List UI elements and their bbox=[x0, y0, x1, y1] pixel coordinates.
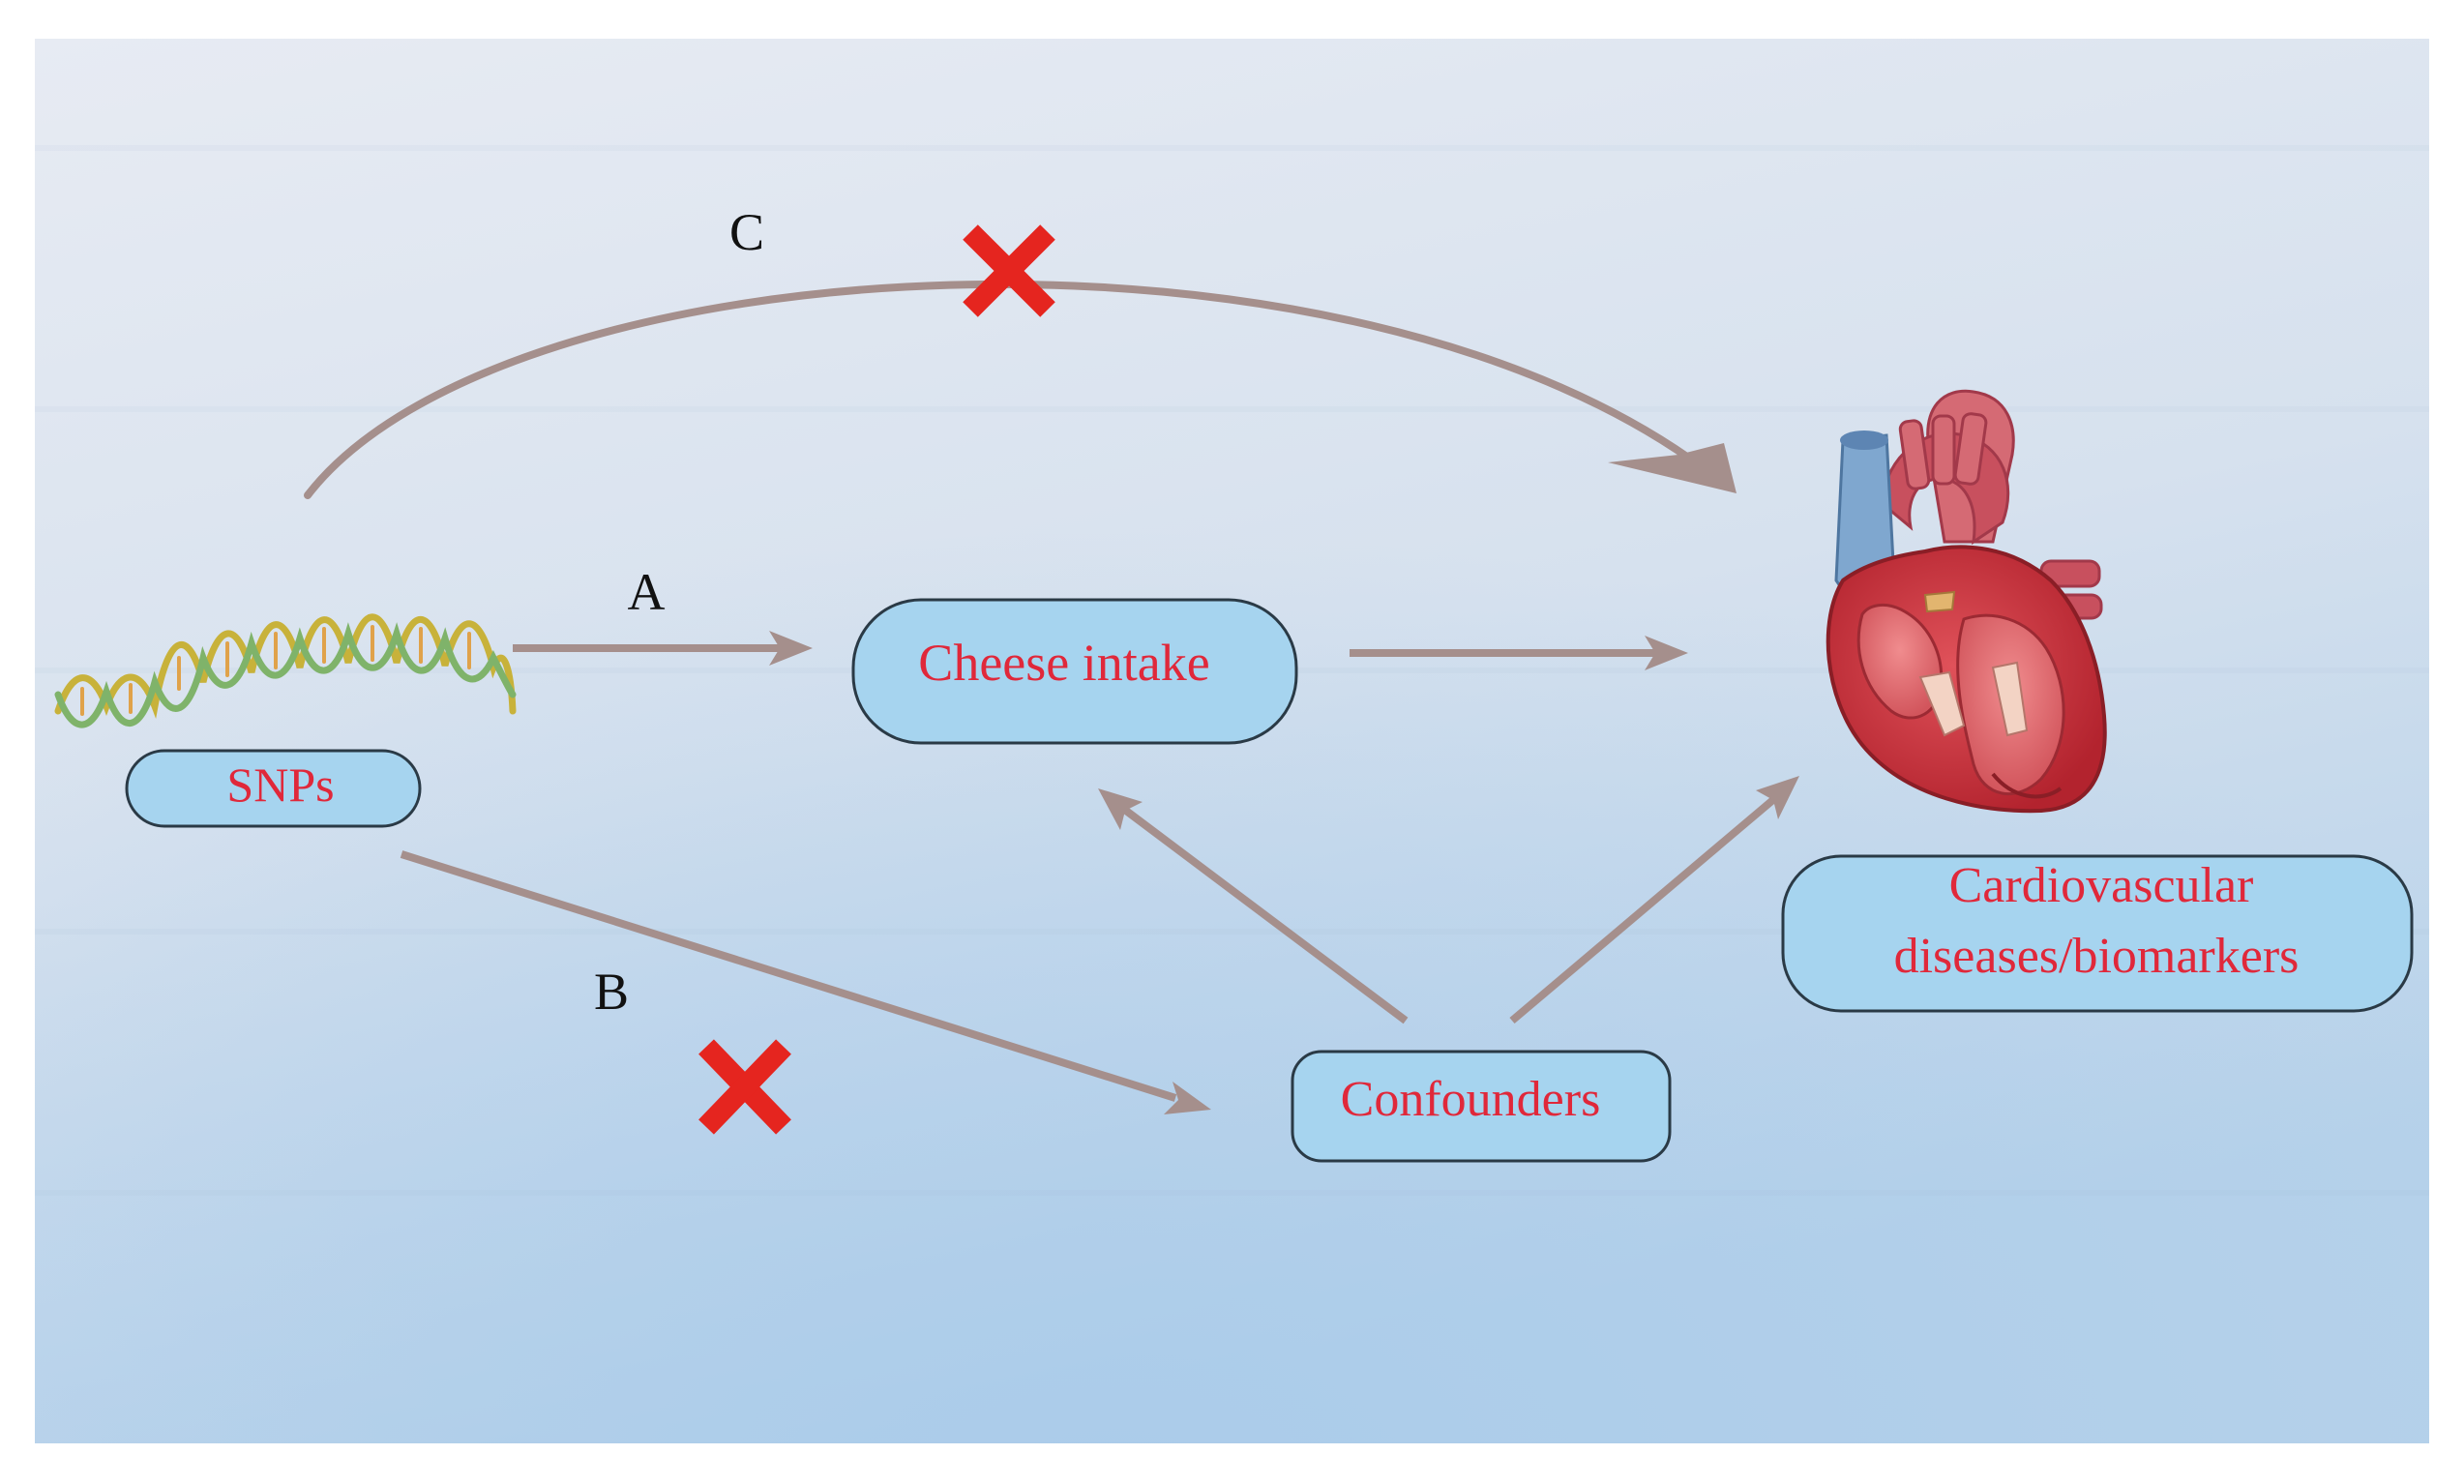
node-confounders: Confounders bbox=[1291, 1050, 1672, 1163]
node-cheese-intake-label: Cheese intake bbox=[918, 634, 1209, 692]
confounders-to-outcome-arrow bbox=[1509, 776, 1799, 1024]
cheese-to-outcome-arrow bbox=[1350, 636, 1688, 670]
node-snps-label: SNPs bbox=[226, 757, 334, 812]
path-c-arrow bbox=[304, 280, 1737, 499]
path-b-arrow bbox=[400, 850, 1211, 1114]
node-cheese-intake: Cheese intake bbox=[851, 598, 1298, 745]
path-a-arrow bbox=[513, 631, 813, 666]
node-cardiovascular-label-line2: diseases/biomarkers bbox=[1894, 929, 2300, 984]
dna-helix-icon bbox=[54, 613, 517, 728]
heart-icon bbox=[1826, 389, 2107, 814]
node-cardiovascular-label-line1: Cardiovascular bbox=[1949, 858, 2254, 913]
node-cardiovascular-outcome: Cardiovascular diseases/biomarkers bbox=[1781, 854, 2414, 1013]
path-label-b: B bbox=[594, 963, 629, 1021]
cross-mark-icon bbox=[963, 224, 1055, 317]
path-label-a: A bbox=[628, 563, 666, 621]
confounders-to-cheese-arrow bbox=[1098, 788, 1409, 1024]
cross-mark-icon bbox=[698, 1039, 791, 1135]
path-label-c: C bbox=[729, 203, 764, 261]
node-snps: SNPs bbox=[125, 749, 422, 828]
node-confounders-label: Confounders bbox=[1341, 1072, 1601, 1127]
